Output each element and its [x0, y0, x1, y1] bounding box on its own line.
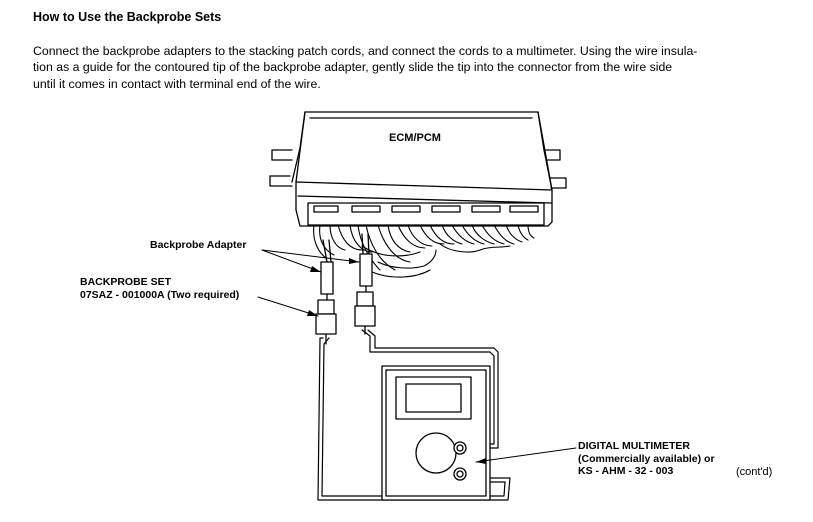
digital-multimeter-label: DIGITAL MULTIMETER (Commercially availab… — [578, 440, 715, 478]
continued-label: (cont'd) — [736, 466, 773, 478]
paragraph-line-3: until it comes in contact with terminal … — [33, 76, 321, 91]
backprobe-set-label-line-2: 07SAZ - 001000A (Two required) — [80, 288, 240, 301]
digital-multimeter — [381, 365, 491, 501]
paragraph-line-2: tion as a guide for the contoured tip of… — [33, 60, 673, 75]
paragraph-line-1: Connect the backprobe adapters to the st… — [33, 44, 698, 58]
dmm-label-line-2: (Commercially available) or — [578, 452, 715, 465]
left-backprobe-adapter — [315, 239, 337, 345]
backprobe-adapter-label: Backprobe Adapter — [150, 239, 247, 251]
instruction-paragraph: Connect the backprobe adapters to the st… — [33, 43, 795, 92]
wire-harness — [313, 224, 535, 278]
ecm-housing — [269, 111, 567, 227]
dmm-label-line-1: DIGITAL MULTIMETER — [578, 440, 690, 452]
leader-lines — [257, 249, 577, 463]
header-fragment: ... ... — [500, 0, 521, 3]
ecm-pcm-label: ECM/PCM — [389, 132, 441, 144]
dmm-label-line-3: KS - AHM - 32 - 003 — [578, 465, 674, 477]
backprobe-set-label-line-1: BACKPROBE SET — [80, 276, 172, 288]
right-backprobe-adapter — [354, 233, 376, 335]
section-heading: How to Use the Backprobe Sets — [33, 10, 222, 24]
backprobe-set-label: BACKPROBE SET 07SAZ - 001000A (Two requi… — [80, 276, 239, 301]
